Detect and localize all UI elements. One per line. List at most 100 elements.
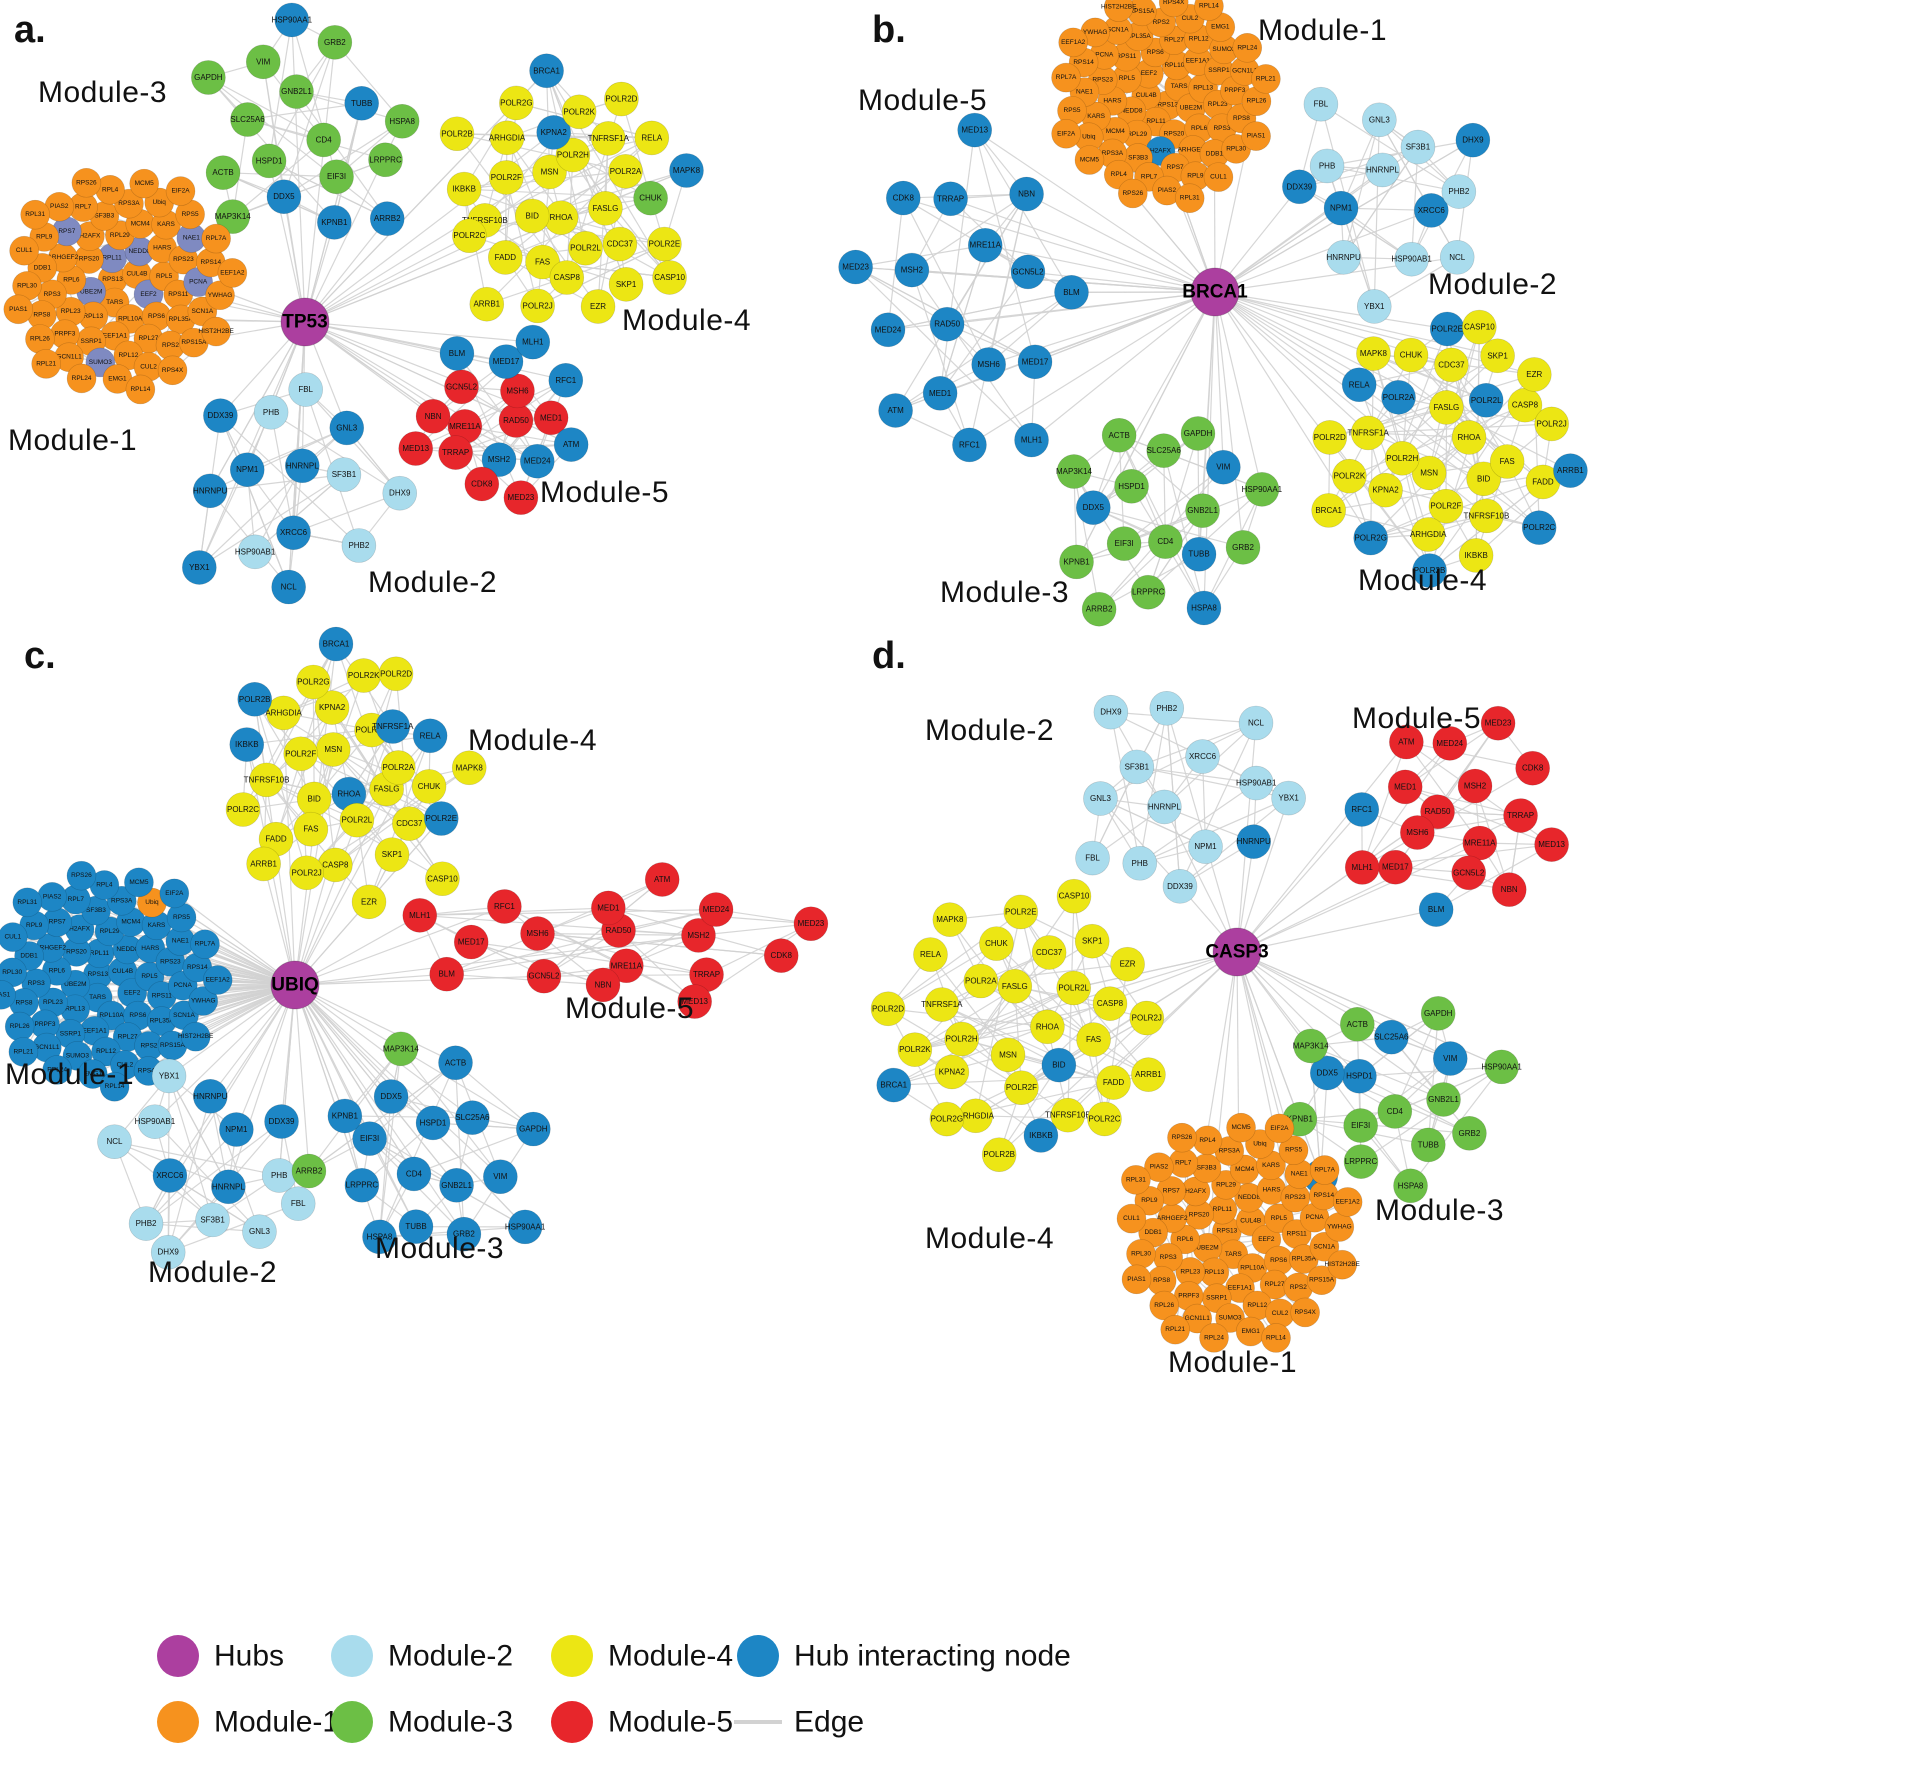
gene-label: VIM [256, 57, 271, 66]
gene-node [20, 199, 50, 230]
edge [168, 1203, 299, 1253]
gene-label: KPNB1 [1063, 557, 1090, 566]
gene-node [288, 372, 323, 407]
gene-label: GAPDH [1424, 1009, 1453, 1018]
gene-node [1076, 1022, 1111, 1057]
gene-node [1393, 1168, 1428, 1204]
gene-node [411, 769, 447, 804]
gene-node [1553, 453, 1588, 488]
gene-label: RFC1 [1351, 805, 1372, 814]
gene-node [446, 171, 482, 207]
gene-label: RELA [1349, 380, 1371, 389]
edge [446, 973, 604, 986]
gene-label: RPL6 [63, 276, 80, 283]
gene-label: ARHGEF2 [1157, 1215, 1188, 1222]
gene-label: RPL12 [1247, 1302, 1267, 1309]
gene-label: MED17 [1382, 863, 1409, 872]
gene-label: SUMO3 [1219, 1314, 1243, 1321]
gene-label: RPS23 [1092, 77, 1113, 84]
legend-swatch-hubint [737, 1635, 779, 1677]
gene-label: DDX39 [1167, 882, 1193, 891]
edge [223, 172, 337, 178]
edge [1067, 896, 1075, 1116]
gene-node [1343, 1144, 1379, 1179]
module-label: Module-2 [368, 566, 497, 599]
edge [278, 984, 296, 1176]
gene-node [293, 811, 329, 847]
edge [1214, 291, 1448, 330]
edge [1020, 911, 1095, 1040]
gene-label: TUBB [1188, 550, 1209, 559]
gene-node [870, 991, 906, 1027]
gene-node [375, 709, 411, 744]
gene-label: CD4 [1387, 1107, 1404, 1116]
hub-label: BRCA1 [1182, 282, 1248, 303]
gene-node [519, 443, 555, 479]
gene-label: SF3B3 [94, 213, 114, 220]
gene-node [549, 260, 585, 295]
gene-label: RPS11 [1116, 53, 1136, 60]
gene-node [588, 190, 623, 226]
gene-label: ATM [1398, 738, 1415, 747]
gene-label: EEF1A2 [1336, 1198, 1361, 1205]
gene-node [318, 626, 354, 662]
gene-label: RPL5 [156, 273, 173, 280]
gene-label: KARS [1262, 1162, 1280, 1169]
edge [154, 1121, 260, 1233]
gene-label: GAPDH [1184, 429, 1213, 438]
gene-label: PIAS2 [43, 893, 62, 900]
edge [887, 943, 997, 1010]
edge [198, 427, 348, 568]
gene-label: HSP90AB1 [1236, 779, 1277, 788]
edge [471, 941, 707, 976]
gene-label: NBN [1501, 885, 1518, 894]
gene-label: GNL3 [1090, 794, 1111, 803]
gene-label: RPS3 [1160, 1254, 1177, 1261]
gene-node [1244, 472, 1280, 507]
gene-label: MCM4 [1235, 1166, 1255, 1173]
gene-label: CD4 [316, 135, 333, 144]
gene-label: DDX39 [208, 411, 234, 420]
gene-label: MLH1 [522, 338, 544, 347]
edge [1139, 708, 1168, 864]
edge [270, 411, 401, 494]
gene-label: RPL4 [1199, 1137, 1216, 1144]
gene-label: MCM4 [1106, 128, 1126, 135]
gene-label: POLR2G [931, 1115, 963, 1124]
gene-label: POLR2D [380, 669, 412, 678]
gene-node [1092, 986, 1128, 1021]
gene-label: GRB2 [1458, 1129, 1480, 1138]
gene-label: POLR2D [872, 1004, 904, 1013]
gene-label: RPL14 [105, 1083, 125, 1090]
gene-label: EEF2 [140, 291, 157, 298]
gene-label: RPS3 [1213, 125, 1230, 132]
gene-label: YBX1 [1278, 794, 1299, 803]
gene-label: GAPDH [194, 73, 223, 82]
node-layer: CD4HSPD1GNB2L1EIF3ISLC25A6TUBBDDX5VIMLRP… [3, 2, 704, 605]
gene-label: RPS13 [88, 971, 109, 978]
gene-label: RPL27 [1164, 37, 1184, 44]
gene-label: RPS14 [201, 259, 222, 266]
gene-label: MCM4 [121, 919, 141, 926]
gene-label: POLR2K [563, 107, 595, 116]
gene-label: EMG1 [1211, 24, 1230, 31]
gene-label: LRPPRC [346, 1181, 379, 1190]
module-label: Module-3 [38, 76, 167, 109]
gene-node [1146, 433, 1182, 468]
gene-node [561, 94, 597, 130]
gene-label: TNFRSF10B [1045, 1111, 1091, 1120]
gene-label: HSP90AA1 [1242, 485, 1283, 494]
gene-label: RPL12 [96, 1048, 116, 1055]
gene-label: ARHGEF2 [1178, 146, 1209, 153]
edge [294, 984, 456, 1064]
gene-node [1400, 129, 1436, 165]
edge [209, 427, 348, 492]
gene-node [1457, 768, 1493, 804]
gene-label: MCM5 [129, 879, 149, 886]
gene-label: GCN5L2 [528, 972, 560, 981]
edge [1073, 471, 1100, 610]
gene-label: CHUK [418, 782, 441, 791]
edge [914, 1049, 1042, 1136]
gene-label: RAD50 [934, 320, 960, 329]
